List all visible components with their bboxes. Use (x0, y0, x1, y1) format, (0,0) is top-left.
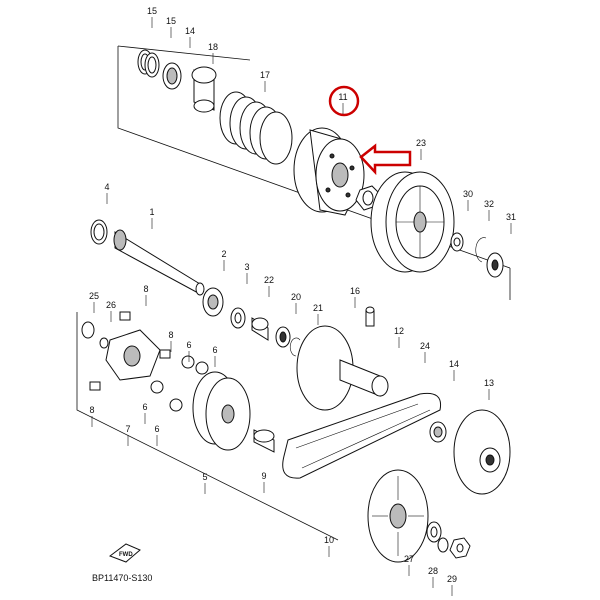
variator-group (81, 311, 275, 453)
part-8-slider-c (89, 381, 101, 391)
label-part-14a: 14 (185, 26, 195, 36)
part-8-slider-b (159, 349, 171, 359)
highlight-arrow (359, 143, 412, 176)
part-22-collar (251, 317, 269, 341)
label-part-1: 1 (149, 207, 154, 217)
part-27-washer (426, 521, 442, 543)
part-23-clutch-housing (370, 171, 455, 273)
label-part-25: 25 (89, 291, 99, 301)
part-4-seal (90, 219, 108, 245)
fwd-arrow-icon: FWD (108, 543, 141, 563)
label-part-16: 16 (350, 286, 360, 296)
part-5-movable-sheave (192, 371, 251, 451)
part-3-washer (230, 307, 246, 329)
label-part-24: 24 (420, 341, 430, 351)
highlight-circle (328, 85, 360, 117)
label-part-27: 27 (404, 554, 414, 564)
label-part-23: 23 (416, 138, 426, 148)
belt-group (282, 392, 511, 563)
label-part-4: 4 (104, 182, 109, 192)
label-part-9: 9 (261, 471, 266, 481)
label-part-29: 29 (447, 574, 457, 584)
label-part-11: 11 (338, 92, 347, 102)
part-code: BP11470-S130 (92, 573, 152, 583)
part-13-fixed-sheave (453, 409, 511, 495)
part-6-roller-d (169, 398, 183, 412)
label-part-6a: 6 (186, 340, 191, 350)
label-part-30: 30 (463, 189, 473, 199)
label-part-5: 5 (202, 472, 207, 482)
label-part-8b: 8 (168, 330, 173, 340)
label-part-28: 28 (428, 566, 438, 576)
part-6-roller-c (150, 380, 164, 394)
part-25-washer (81, 321, 95, 339)
label-part-8c: 8 (89, 405, 94, 415)
part-30-washer (450, 232, 464, 252)
label-part-6d: 6 (154, 424, 159, 434)
part-1-shaft (113, 229, 205, 296)
label-part-2: 2 (221, 249, 226, 259)
part-11-clutch-assembly (293, 127, 365, 216)
label-part-8a: 8 (143, 284, 148, 294)
label-part-6c: 6 (142, 402, 147, 412)
part-14-bearing-b (429, 421, 447, 443)
part-32-circlip (475, 237, 487, 263)
part-21-circlip (289, 337, 301, 357)
part-14-bearing (162, 62, 182, 90)
part-6-roller-b (195, 361, 209, 375)
label-part-31: 31 (506, 212, 516, 222)
label-part-13: 13 (484, 378, 494, 388)
label-part-22: 22 (264, 275, 274, 285)
part-8-slider-a (119, 311, 131, 321)
label-part-3: 3 (244, 262, 249, 272)
label-part-21: 21 (313, 303, 323, 313)
part-17-spring (219, 91, 293, 165)
part-16-pin (365, 306, 375, 327)
label-part-14b: 14 (449, 359, 459, 369)
part-7-cam-plate (105, 329, 161, 381)
shaft-group (90, 219, 389, 411)
fwd-label: FWD (119, 552, 133, 558)
part-31-bearing (486, 252, 504, 278)
part-20-seal (275, 326, 291, 348)
callout-labels: 1515141817112330323141232216202112248252… (89, 6, 516, 596)
part-28-washer (437, 537, 449, 553)
part-10-fan-sheave (367, 469, 429, 563)
label-part-7: 7 (125, 424, 130, 434)
part-15-ring-b (144, 52, 160, 78)
label-part-15b: 15 (166, 16, 176, 26)
label-part-12: 12 (394, 326, 404, 336)
label-part-10: 10 (324, 535, 334, 545)
part-9-collar (253, 429, 275, 453)
label-part-32: 32 (484, 199, 494, 209)
label-part-17: 17 (260, 70, 270, 80)
part-6-roller-a (181, 355, 195, 369)
label-part-26: 26 (106, 300, 116, 310)
part-2-bearing (202, 287, 224, 317)
label-part-15a: 15 (147, 6, 157, 16)
part-26-clip (99, 337, 109, 349)
label-part-18: 18 (208, 42, 218, 52)
part-24-v-belt (282, 392, 442, 479)
label-part-20: 20 (291, 292, 301, 302)
label-part-6b: 6 (212, 345, 217, 355)
part-18-collar (191, 66, 217, 113)
part-29-nut (449, 537, 471, 559)
clutch-group (137, 49, 504, 278)
part-12-sheave (296, 325, 389, 411)
